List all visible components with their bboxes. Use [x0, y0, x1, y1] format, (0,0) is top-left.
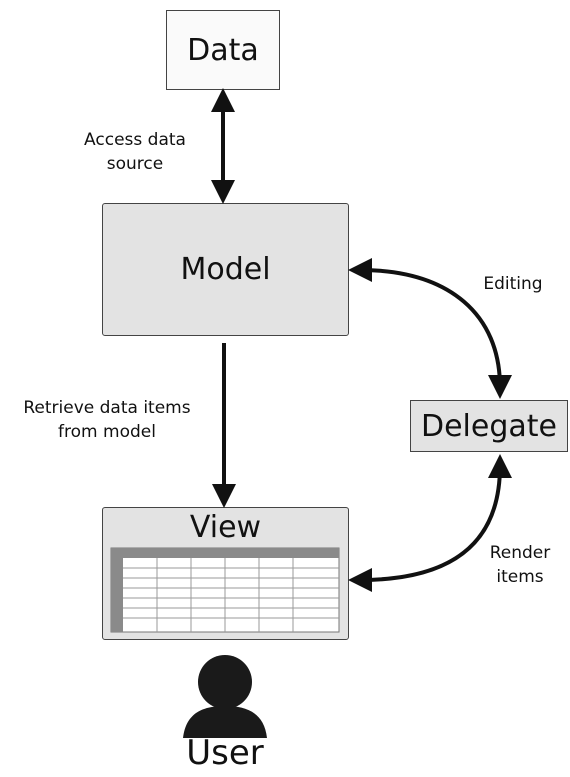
data-node: Data: [166, 10, 280, 90]
view-node-label: View: [189, 510, 262, 545]
retrieve-label-line1: Retrieve data items: [23, 398, 191, 418]
data-node-label: Data: [187, 32, 259, 68]
user-label: User: [186, 733, 264, 773]
render-label-line1: Render: [489, 543, 551, 563]
view-table-icon: [110, 547, 340, 633]
user-icon: [183, 655, 267, 738]
access-label-line1: Access data: [84, 130, 186, 150]
model-node-label: Model: [180, 252, 271, 287]
access-label: Access data source: [60, 128, 210, 176]
delegate-node-label: Delegate: [421, 408, 557, 444]
render-label-line2: items: [496, 567, 544, 587]
delegate-node: Delegate: [410, 400, 568, 452]
render-label: Render items: [470, 541, 570, 589]
editing-arrow: [348, 258, 512, 399]
retrieve-label-line2: from model: [58, 422, 156, 442]
editing-label: Editing: [463, 272, 563, 296]
model-node: Model: [102, 203, 349, 336]
render-arrow: [348, 454, 512, 592]
access-label-line2: source: [106, 154, 164, 174]
editing-label-text: Editing: [483, 274, 543, 294]
retrieve-label: Retrieve data items from model: [2, 396, 212, 444]
